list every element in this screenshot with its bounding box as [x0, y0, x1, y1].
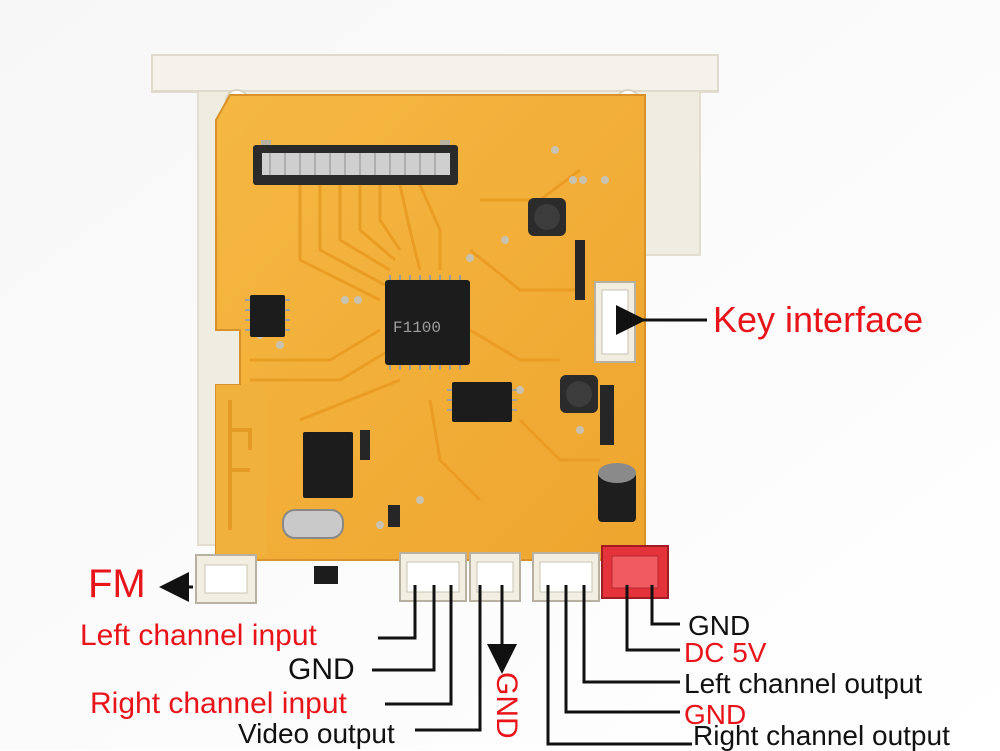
- gnd-vertical-label: GND: [490, 672, 523, 739]
- video-gnd-connector: [469, 552, 521, 602]
- gnd-input-label: GND: [288, 653, 355, 686]
- fm-label: FM: [88, 562, 146, 606]
- left-channel-output-label: Left channel output: [684, 668, 923, 699]
- pcb-board: F1100: [215, 94, 646, 561]
- video-output-label: Video output: [238, 718, 395, 749]
- power-connector: [601, 545, 669, 599]
- left-channel-input-label: Left channel input: [80, 619, 317, 652]
- key-interface-connector: [594, 281, 636, 363]
- dc-5v-label: DC 5V: [684, 637, 767, 668]
- right-channel-output-label: Right channel output: [693, 720, 950, 751]
- fm-connector: [195, 554, 257, 604]
- right-channel-input-label: Right channel input: [90, 687, 347, 720]
- chip-marking: F1100: [393, 319, 441, 337]
- gnd-power-label: GND: [688, 610, 751, 641]
- key-interface-label: Key interface: [713, 299, 924, 340]
- gnd-output-label: GND: [684, 699, 747, 730]
